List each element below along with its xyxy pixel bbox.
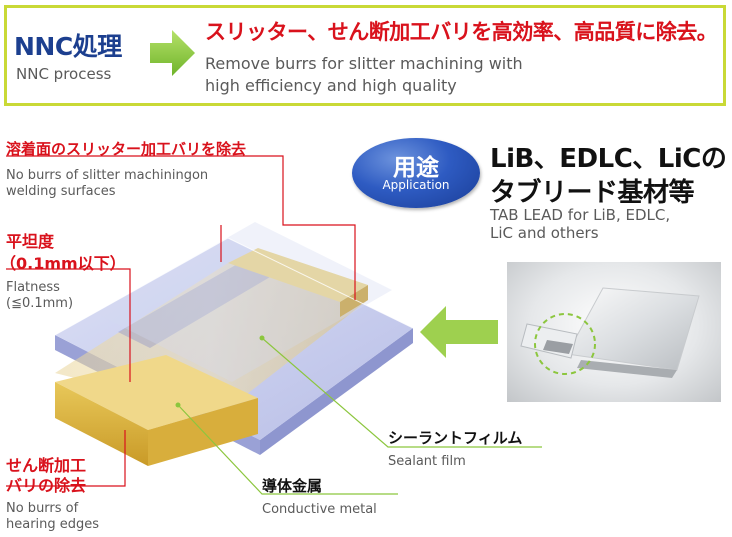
application-title-jp2: タブリード基材等	[490, 178, 695, 208]
welding-callout-jp: 溶着面のスリッター加工バリを除去	[6, 140, 247, 158]
conductor-callout-en: Conductive metal	[262, 502, 377, 517]
headline-en-line2: high efficiency and high quality	[205, 76, 457, 95]
welding-callout-en2: welding surfaces	[6, 184, 116, 199]
application-badge-en: Application	[382, 178, 450, 192]
sealant-callout-jp: シーラントフィルム	[388, 429, 523, 447]
flatness-callout-jp1: 平坦度	[6, 232, 55, 251]
film-front-face	[260, 328, 413, 455]
application-badge	[352, 138, 480, 208]
conductor-leader-dot	[175, 402, 181, 408]
film-edge	[54, 237, 414, 336]
conductor-leader	[177, 404, 398, 495]
application-title-en2: LiC and others	[490, 224, 599, 242]
welding-leader	[6, 155, 356, 300]
headline-jp: スリッター、せん断加工バリを高効率、高品質に除去。	[205, 20, 718, 44]
film-groove	[118, 250, 292, 348]
sealant-leader-dot	[259, 335, 265, 341]
sealant-leader	[261, 337, 542, 448]
flatness-callout-jp2: （0.1mm以下）	[0, 254, 126, 273]
metal-end-back-face	[340, 285, 368, 317]
flatness-callout-en2: (≦0.1mm)	[6, 296, 74, 311]
process-title: NNC処理	[14, 32, 122, 61]
shearing-leader	[6, 430, 126, 487]
welding-callout-en1: No burrs of slitter machiningon	[6, 168, 209, 183]
process-subtitle: NNC process	[16, 65, 112, 83]
headline-en-line1: Remove burrs for slitter machining with	[205, 54, 523, 73]
shearing-callout-jp1: せん断加工	[6, 456, 87, 475]
sealant-callout-en: Sealant film	[388, 454, 466, 469]
process-banner	[4, 5, 726, 106]
pouch-cell-image	[520, 287, 700, 378]
flatness-callout-en1: Flatness	[6, 280, 60, 295]
flatness-leader	[6, 268, 131, 382]
pouch-cell-photo	[507, 262, 721, 402]
metal-end-front-top	[55, 355, 258, 430]
application-title-jp1: LiB、EDLC、LiCの	[490, 144, 727, 174]
right-arrow-icon	[150, 30, 195, 76]
application-badge-jp: 用途	[393, 155, 439, 181]
conductor-callout-jp: 導体金属	[262, 477, 323, 495]
film-overlay	[95, 222, 392, 382]
left-arrow-icon	[420, 306, 498, 358]
shearing-callout-en1: No burrs of	[6, 501, 79, 516]
metal-end-back-top	[228, 248, 368, 302]
shearing-callout-jp2: バリの除去	[6, 476, 87, 495]
shearing-callout-en2: hearing edges	[6, 517, 100, 532]
application-title-en1: TAB LEAD for LiB, EDLC,	[490, 206, 671, 224]
